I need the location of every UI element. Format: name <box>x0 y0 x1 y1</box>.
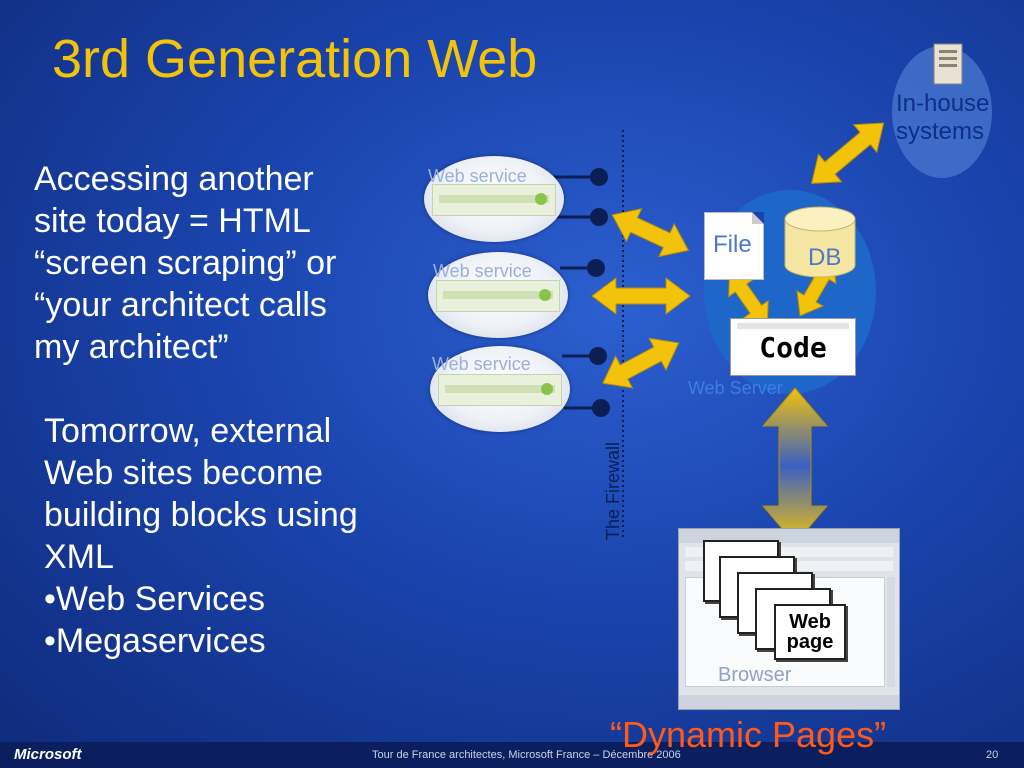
slide-title: 3rd Generation Web <box>52 29 538 89</box>
web-service-label: Web service <box>428 166 527 186</box>
db-label: DB <box>808 244 842 271</box>
inhouse-bubble <box>892 46 992 178</box>
web-service-label: Web service <box>432 354 531 374</box>
microsoft-logo: Microsoft <box>14 746 82 763</box>
bullet-megaservices: •Megaservices <box>44 622 266 660</box>
web-page-front: Web page <box>774 604 846 660</box>
web-service-node <box>428 252 568 338</box>
server-browser-arrow <box>761 387 829 545</box>
server-tower-icon <box>933 43 963 85</box>
body-text-current: Accessing another site today = HTML “scr… <box>34 158 336 368</box>
body-line: Web sites become <box>44 454 324 492</box>
dynamic-pages-caption: “Dynamic Pages” <box>610 714 887 755</box>
vacation-page-thumbnail <box>432 184 556 216</box>
body-line: site today = HTML <box>34 202 311 240</box>
code-label: Code <box>759 331 827 364</box>
footer-bar <box>0 742 1024 768</box>
web-service-label: Web service <box>433 261 532 281</box>
vacation-page-thumbnail <box>436 280 560 312</box>
body-line: Tomorrow, external <box>44 412 332 450</box>
body-line: “screen scraping” or <box>34 244 337 282</box>
body-text-future: Tomorrow, external Web sites become buil… <box>44 410 358 662</box>
bullet-web-services: •Web Services <box>44 580 266 618</box>
page-number: 20 <box>986 749 999 761</box>
footer-center-text: Tour de France architectes, Microsoft Fr… <box>372 749 681 761</box>
file-label: File <box>713 231 752 258</box>
body-line: my architect” <box>34 328 229 366</box>
firewall-label: The Firewall <box>603 441 623 540</box>
web-service-node <box>430 346 570 432</box>
code-box: Code <box>730 318 856 376</box>
inhouse-systems-label: In-house systems <box>896 90 990 145</box>
vacation-page-thumbnail <box>438 374 562 406</box>
connector-knobs <box>587 168 610 417</box>
body-line: “your architect calls <box>34 286 327 324</box>
file-icon: File <box>704 212 764 280</box>
browser-label: Browser <box>718 664 792 686</box>
double-arrows <box>591 122 885 389</box>
body-line: Accessing another <box>34 160 314 198</box>
web-server-label: Web Server <box>688 378 783 398</box>
web-service-node <box>424 156 564 242</box>
body-line: XML <box>44 538 114 576</box>
database-icon <box>784 206 856 278</box>
body-line: building blocks using <box>44 496 358 534</box>
